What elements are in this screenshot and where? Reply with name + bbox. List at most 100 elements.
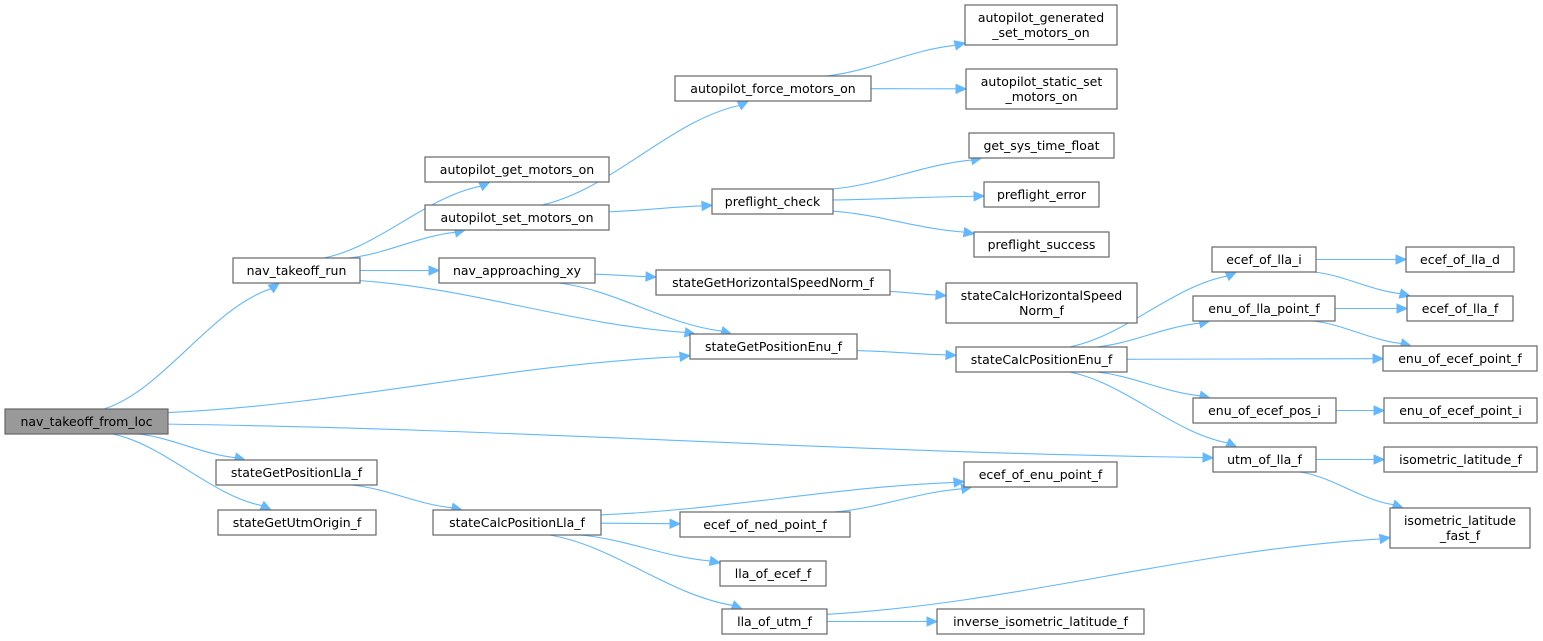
arrowhead-icon [259,500,273,511]
arrowhead-icon [1373,454,1386,465]
node-box [674,75,872,102]
node-preflight_check[interactable]: preflight_check [711,188,834,215]
node-label: _fast_f [1439,528,1481,543]
arrowhead-icon [1378,533,1392,545]
arrowhead-icon [935,289,948,301]
edge-autopilot_force_motors_on-to-autopilot_generated_set_motors_on [825,40,967,77]
node-nav_takeoff_run[interactable]: nav_takeoff_run [232,257,361,284]
edge-stateCalcPositionLla_f-to-ecef_of_ned_point_f [600,518,682,530]
node-label: autopilot_static_set [981,74,1103,89]
edge-utm_of_lla_f-to-isometric_latitude_fast_f [1300,471,1405,510]
edge-line [856,350,947,356]
edge-stateCalcPositionLla_f-to-lla_of_ecef_f [579,534,722,567]
node-autopilot_get_motors_on[interactable]: autopilot_get_motors_on [424,156,610,183]
node-label: stateGetPositionLla_f [231,465,363,480]
node-stateGetPositionEnu_f[interactable]: stateGetPositionEnu_f [689,333,858,360]
node-enu_of_ecef_pos_i[interactable]: enu_of_ecef_pos_i [1192,397,1337,424]
node-stateCalcPositionEnu_f[interactable]: stateCalcPositionEnu_f [955,346,1128,373]
node-utm_of_lla_f[interactable]: utm_of_lla_f [1212,446,1317,473]
node-box [945,282,1138,324]
node-box [963,461,1118,488]
edge-stateCalcPositionEnu_f-to-enu_of_ecef_pos_i [1096,371,1212,401]
node-box [1383,446,1538,473]
node-autopilot_static_set_motors_on[interactable]: autopilot_static_set_motors_on [965,68,1118,110]
node-isometric_latitude_fast_f[interactable]: isometric_latitude_fast_f [1389,507,1531,549]
arrowhead-icon [1224,271,1238,282]
node-box [711,188,834,215]
node-box [1192,295,1336,322]
node-box [424,204,610,231]
node-preflight_success[interactable]: preflight_success [973,231,1110,258]
node-label: ecef_of_lla_f [1422,301,1499,316]
arrowhead-icon [730,600,744,611]
node-label: enu_of_ecef_point_f [1398,351,1522,366]
node-preflight_error[interactable]: preflight_error [983,181,1100,208]
node-label: isometric_latitude_f [1399,452,1522,467]
node-label: nav_takeoff_run [247,263,347,278]
node-box [215,459,378,486]
node-ecef_of_lla_i[interactable]: ecef_of_lla_i [1211,246,1317,273]
node-label: inverse_isometric_latitude_f [953,614,1128,629]
node-nav_approaching_xy[interactable]: nav_approaching_xy [438,257,596,284]
node-enu_of_ecef_point_f[interactable]: enu_of_ecef_point_f [1382,345,1538,372]
edge-ecef_of_lla_i-to-ecef_of_lla_d [1316,254,1408,265]
node-label: ecef_of_lla_i [1226,252,1302,267]
node-nav_takeoff_from_loc[interactable]: nav_takeoff_from_loc [4,408,169,435]
node-isometric_latitude_f[interactable]: isometric_latitude_f [1383,446,1538,473]
edge-stateGetHorizontalSpeedNorm_f-to-stateCalcHorizontalSpeedNorm_f [889,289,948,301]
edge-lla_of_utm_f-to-inverse_isometric_latitude_f [826,616,939,627]
node-stateGetHorizontalSpeedNorm_f[interactable]: stateGetHorizontalSpeedNorm_f [655,269,891,296]
edge-line [600,481,955,516]
arrowhead-icon [955,83,968,95]
edge-nav_takeoff_from_loc-to-nav_takeoff_run [103,282,281,410]
node-ecef_of_enu_point_f[interactable]: ecef_of_enu_point_f [963,461,1118,488]
edge-line [825,44,956,77]
node-box [936,608,1145,635]
node-box [964,4,1118,46]
node-autopilot_set_motors_on[interactable]: autopilot_set_motors_on [424,204,610,231]
arrowhead-icon [678,351,692,362]
edge-line [559,282,722,332]
edge-line [1126,358,1374,360]
node-box [432,509,602,536]
node-ecef_of_lla_d[interactable]: ecef_of_lla_d [1405,246,1515,273]
node-label: stateCalcPositionLla_f [449,515,585,530]
node-label: utm_of_lla_f [1227,452,1302,467]
edge-ecef_of_lla_i-to-ecef_of_lla_f [1313,271,1412,299]
node-stateCalcPositionLla_f[interactable]: stateCalcPositionLla_f [432,509,602,536]
node-box [721,608,828,635]
node-ecef_of_lla_f[interactable]: ecef_of_lla_f [1406,295,1514,322]
node-enu_of_ecef_point_i[interactable]: enu_of_ecef_point_i [1383,397,1538,424]
node-box [955,346,1128,373]
node-label: _set_motors_on [991,25,1089,40]
arrowhead-icon [953,40,967,51]
node-lla_of_ecef_f[interactable]: lla_of_ecef_f [719,560,827,587]
node-label: get_sys_time_float [983,138,1099,153]
node-stateGetUtmOrigin_f[interactable]: stateGetUtmOrigin_f [217,509,377,536]
edge-enu_of_lla_point_f-to-ecef_of_lla_f [1335,303,1409,314]
edge-enu_of_ecef_pos_i-to-enu_of_ecef_point_i [1336,405,1386,416]
edge-line [167,423,1204,459]
edge-line [348,231,456,259]
edge-line [832,159,972,190]
node-label: nav_takeoff_from_loc [20,414,152,429]
node-label: nav_approaching_xy [453,263,582,278]
edge-utm_of_lla_f-to-isometric_latitude_f [1315,454,1386,465]
arrowhead-icon [708,555,722,567]
arrowhead-icon [973,190,986,202]
node-autopilot_generated_set_motors_on[interactable]: autopilot_generated_set_motors_on [964,4,1118,46]
node-enu_of_lla_point_f[interactable]: enu_of_lla_point_f [1192,295,1336,322]
arrowhead-icon [477,181,491,192]
node-stateGetPositionLla_f[interactable]: stateGetPositionLla_f [215,459,378,486]
edge-line [608,205,703,213]
node-box [1383,397,1538,424]
edge-line [600,522,671,525]
node-get_sys_time_float[interactable]: get_sys_time_float [968,132,1115,159]
edge-stateGetPositionEnu_f-to-stateCalcPositionEnu_f [856,349,958,361]
node-lla_of_utm_f[interactable]: lla_of_utm_f [721,608,828,635]
node-box [719,560,827,587]
node-autopilot_force_motors_on[interactable]: autopilot_force_motors_on [674,75,872,102]
node-ecef_of_ned_point_f[interactable]: ecef_of_ned_point_f [679,511,851,538]
node-inverse_isometric_latitude_f[interactable]: inverse_isometric_latitude_f [936,608,1145,635]
